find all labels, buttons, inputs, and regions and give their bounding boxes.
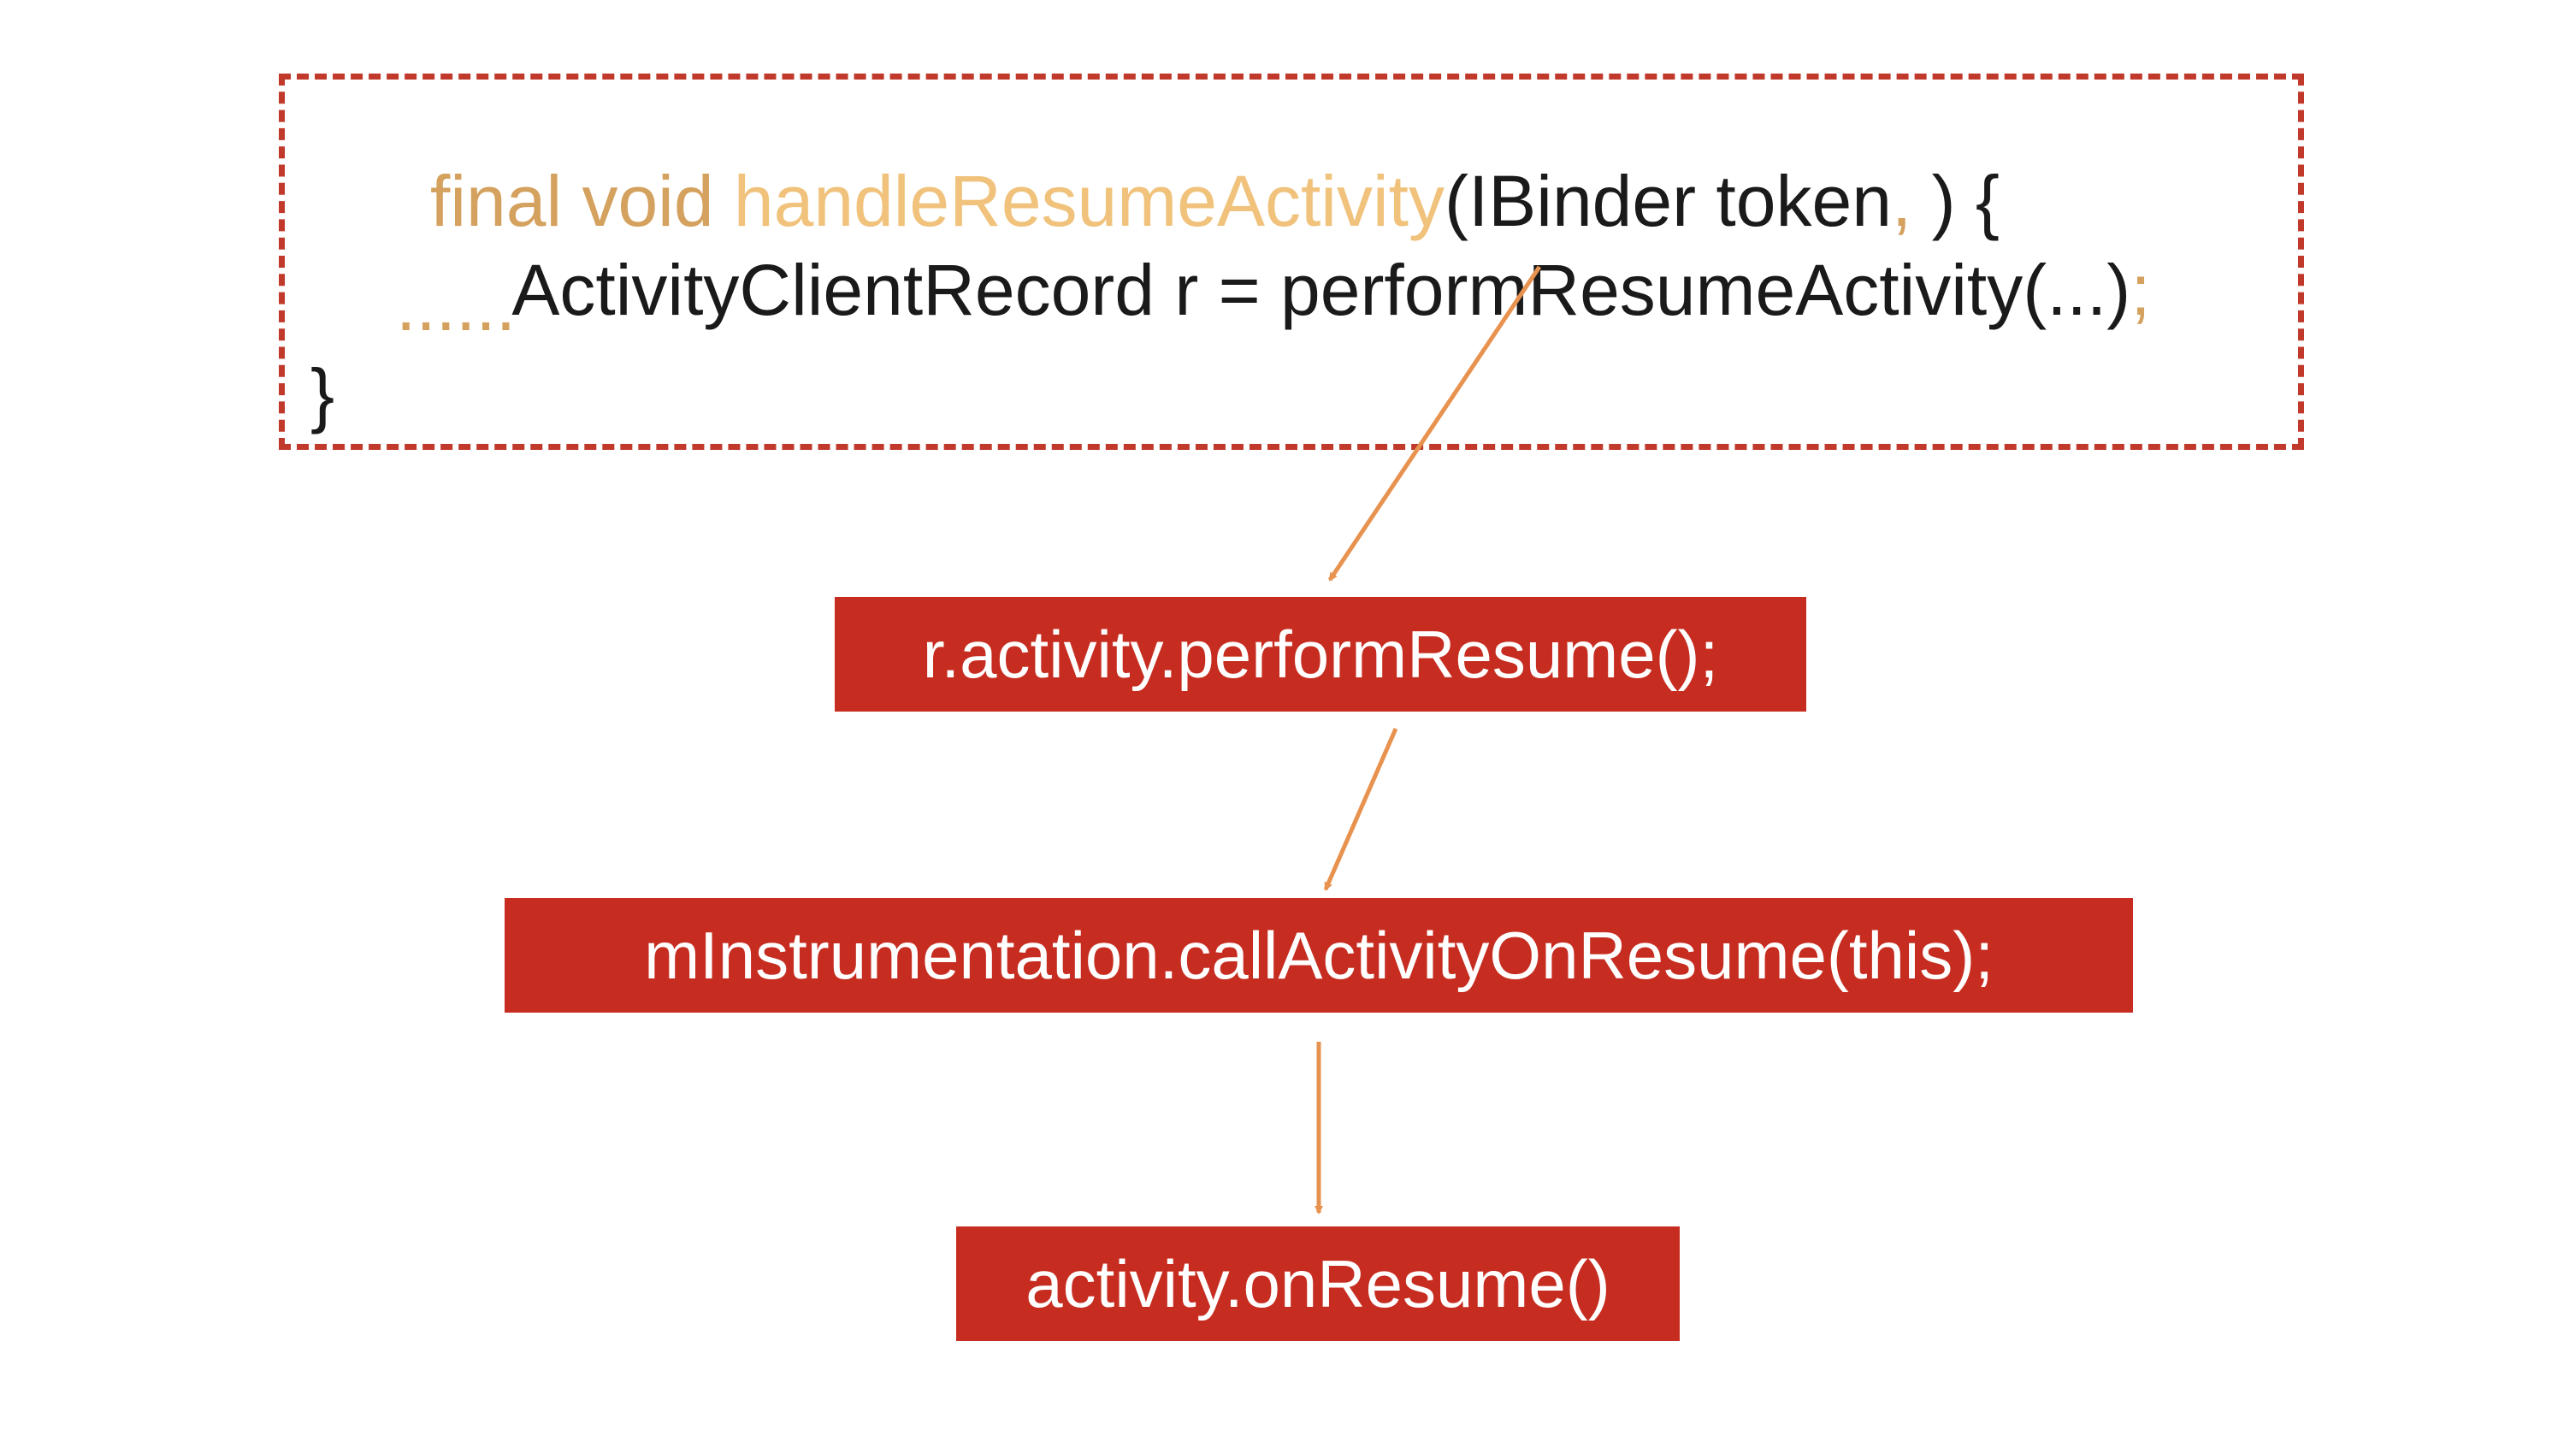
step-call-activity-on-resume: mInstrumentation.callActivityOnResume(th… <box>505 898 2133 1013</box>
code-line-ellipsis: ...... <box>396 265 517 346</box>
code-snippet-box: final void handleResumeActivity(IBinder … <box>279 74 2304 450</box>
code-assignment: ActivityClientRecord r = performResumeAc… <box>511 250 2131 330</box>
code-comma: , <box>1891 161 1912 241</box>
code-params: (IBinder token <box>1444 161 1892 241</box>
code-signature-tail: ) { <box>1911 161 2000 241</box>
code-line-close-brace: } <box>310 354 335 434</box>
code-line-signature: final void handleResumeActivity(IBinder … <box>310 93 2000 309</box>
step-on-resume: activity.onResume() <box>956 1226 1680 1341</box>
code-function-name: handleResumeActivity <box>733 161 1445 241</box>
code-line-assignment: ActivityClientRecord r = performResumeAc… <box>396 182 2151 398</box>
code-semicolon: ; <box>2130 250 2151 330</box>
step-perform-resume: r.activity.performResume(); <box>835 597 1806 712</box>
arrow-perform-resume-to-instrumentation <box>1323 728 1398 891</box>
code-keyword: final void <box>430 161 734 241</box>
